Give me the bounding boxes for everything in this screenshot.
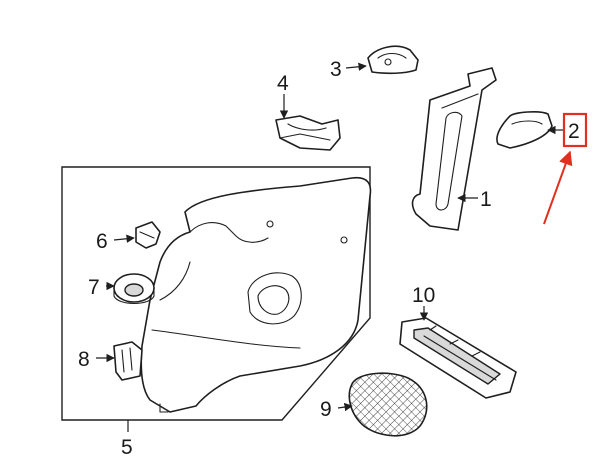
callout-8: 8 <box>78 348 90 371</box>
pillar-trim <box>411 67 497 231</box>
clip-part-6 <box>135 221 161 249</box>
highlight-arrow <box>543 150 573 225</box>
leader-3 <box>345 62 367 71</box>
callout-4: 4 <box>277 72 289 95</box>
assembly-frame <box>61 166 371 421</box>
bracket-part-3 <box>367 45 419 75</box>
leader-9 <box>337 402 353 412</box>
callout-6: 6 <box>96 230 108 253</box>
callout-5: 5 <box>121 436 133 459</box>
callout-1: 1 <box>480 188 492 211</box>
trim-cap-part-2 <box>496 111 553 149</box>
quarter-trim-panel <box>140 176 372 413</box>
cover-part-4 <box>275 115 341 151</box>
callout-10: 10 <box>412 284 435 307</box>
callout-3: 3 <box>330 58 342 81</box>
callout-7: 7 <box>88 276 100 299</box>
leader-6 <box>113 234 135 243</box>
retainer-part-8 <box>113 341 143 381</box>
handle-part-10 <box>399 317 517 399</box>
callout-2: 2 <box>568 120 580 143</box>
callout-9: 9 <box>320 398 332 421</box>
highlight-box <box>562 112 588 148</box>
grommet-part-7 <box>113 273 155 305</box>
speaker-grille-part-9 <box>348 372 428 437</box>
